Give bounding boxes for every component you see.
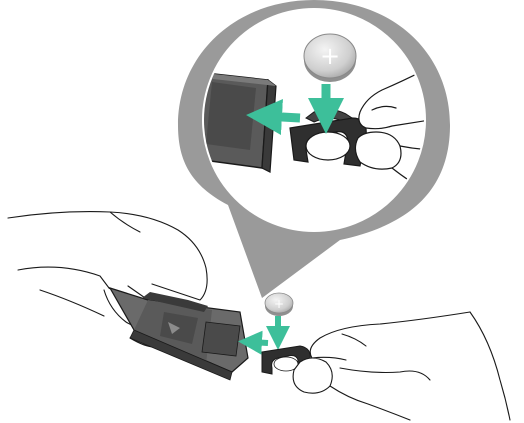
- coin-cell-polarity: +: [320, 42, 340, 70]
- coin-battery-icon: +: [304, 34, 356, 82]
- coin-battery-icon-main: +: [265, 293, 293, 316]
- right-hand-line-art: [293, 312, 510, 420]
- coin-cell-polarity-main: +: [274, 297, 284, 311]
- remote-control-icon-main: [110, 288, 248, 380]
- insert-arrow-icon-main: [250, 316, 278, 343]
